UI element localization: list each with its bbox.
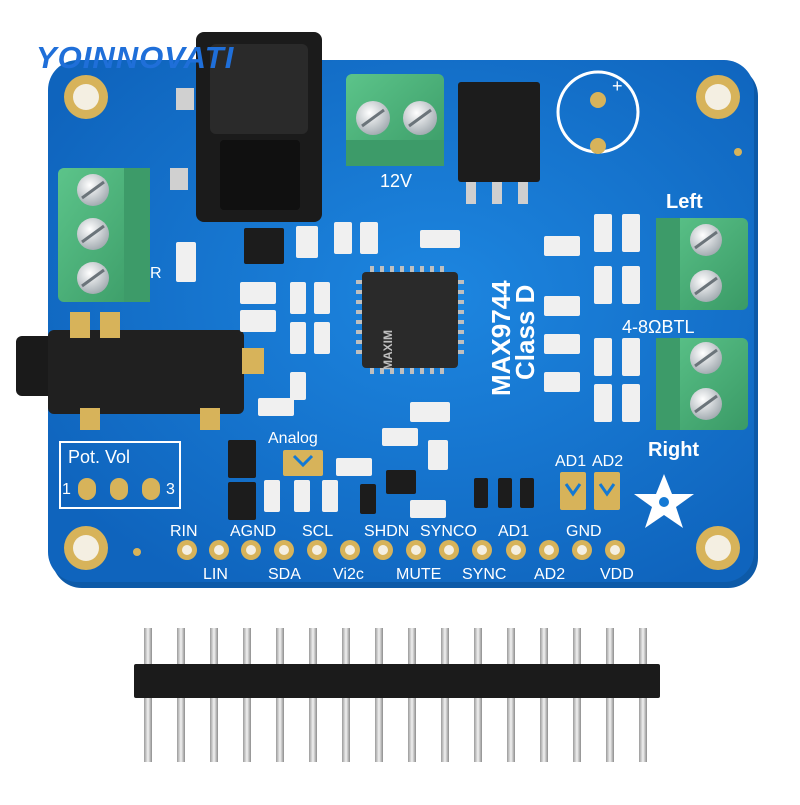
- analog-label: Analog: [268, 430, 318, 447]
- svg-text:+: +: [612, 76, 623, 96]
- mounting-holes: [64, 75, 740, 570]
- max9744-chip: [356, 266, 464, 374]
- voltage-regulator: [458, 82, 540, 204]
- brand-watermark: YOINNOVATI: [36, 40, 235, 75]
- pin-label-shdn: SHDN: [364, 523, 410, 540]
- pin-label-vdd: VDD: [600, 566, 634, 583]
- power-label: 12V: [380, 171, 413, 191]
- solder-jumpers: [283, 450, 620, 510]
- input-screw-terminal: [58, 168, 150, 302]
- chip-marking: MAXIM: [381, 330, 395, 370]
- pin-label-sda: SDA: [268, 566, 301, 583]
- impedance-label: 4-8ΩBTL: [622, 317, 695, 337]
- power-screw-terminal: [346, 74, 444, 166]
- pin-label-lin: LIN: [203, 566, 228, 583]
- pot-label: Pot. Vol: [68, 447, 131, 467]
- pot-pin-last: 3: [166, 481, 175, 498]
- right-label: Right: [648, 439, 700, 461]
- pin-label-vi2c: Vi2c: [333, 566, 364, 583]
- pin-label-agnd: AGND: [230, 523, 277, 540]
- header-pads: [133, 148, 742, 560]
- pin-label-gnd: GND: [566, 523, 602, 540]
- ad2-jumper-label: AD2: [592, 453, 624, 470]
- pin-label-ad1: AD1: [498, 523, 530, 540]
- star-logo-icon: [634, 474, 694, 528]
- smd-components: [176, 214, 640, 520]
- right-speaker-terminal: [656, 338, 748, 430]
- pot-footprint: [59, 441, 181, 509]
- chip-subtitle-label: Class D: [510, 284, 540, 380]
- dc-power-jack: [170, 32, 322, 222]
- audio-jack: [16, 312, 264, 430]
- ad1-jumper-label: AD1: [555, 453, 587, 470]
- pin-label-ad2: AD2: [534, 566, 566, 583]
- pot-pin-first: 1: [62, 481, 71, 498]
- left-speaker-terminal: [656, 218, 748, 310]
- pin-label-sync: SYNC: [462, 566, 507, 583]
- pin-label-synco: SYNCO: [420, 523, 477, 540]
- pin-header-strip: [134, 628, 660, 762]
- pin-label-scl: SCL: [302, 523, 334, 540]
- left-label: Left: [666, 191, 703, 213]
- r-label: R: [150, 265, 162, 282]
- pin-label-mute: MUTE: [396, 566, 442, 583]
- pin-label-rin: RIN: [170, 523, 198, 540]
- capacitor-footprint: +: [556, 70, 640, 154]
